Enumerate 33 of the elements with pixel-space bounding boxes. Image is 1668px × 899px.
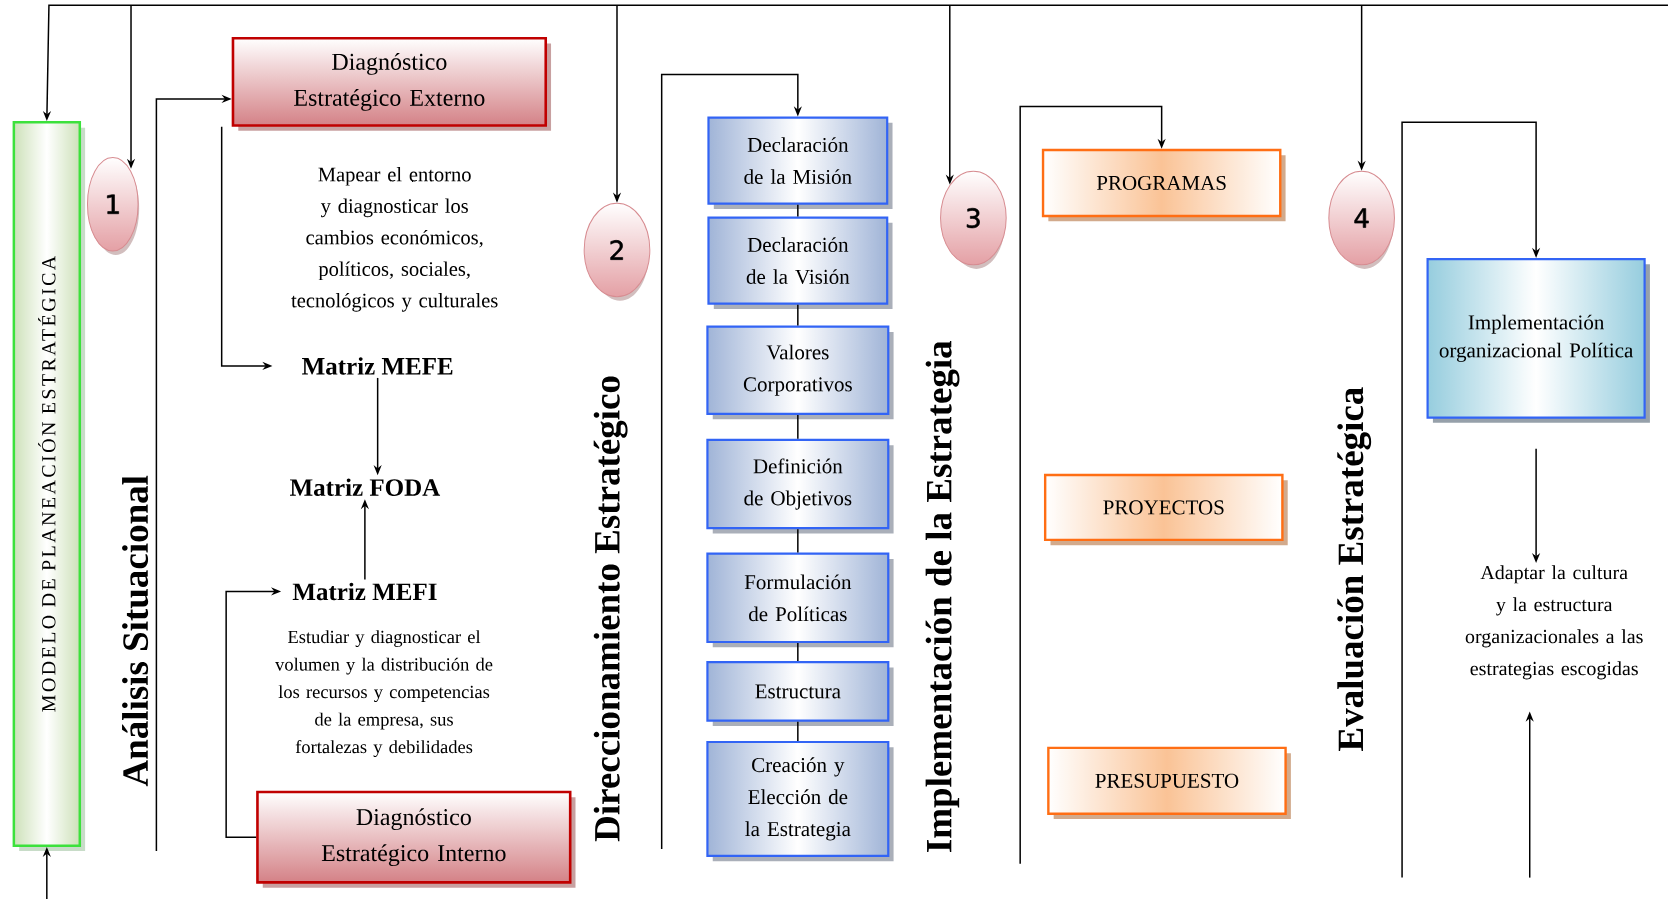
- process-box: Estructura: [706, 661, 894, 727]
- process-box: PROGRAMAS: [1041, 148, 1286, 222]
- column-heading: Implementación de la Estrategia: [925, 340, 960, 852]
- arrow: [1019, 105, 1166, 865]
- connector-line: [797, 204, 799, 218]
- process-box: Formulación de Políticas: [706, 552, 894, 648]
- connector-line: [797, 528, 799, 554]
- process-box: PRESUPUESTO: [1047, 746, 1291, 820]
- process-box: Creación y Elección de la Estrategia: [706, 740, 894, 862]
- process-box: Diagnóstico Estratégico Externo: [231, 37, 552, 131]
- process-box: PROYECTOS: [1043, 473, 1288, 546]
- arrow: [1401, 121, 1541, 879]
- matrix-title: Matriz MEFE: [302, 357, 453, 375]
- column-heading: Evaluación Estratégica: [1337, 387, 1372, 751]
- column-heading: Análisis Situacional: [122, 475, 149, 787]
- matrix-title: Matriz MEFI: [292, 582, 437, 601]
- process-box: Diagnóstico Estratégico Interno: [256, 790, 576, 888]
- column-heading: Direccionamiento Estratégico: [593, 376, 628, 842]
- connector-line: [797, 414, 799, 440]
- matrix-title: Matriz FODA: [290, 478, 441, 496]
- arrow: [660, 73, 802, 850]
- process-box: Declaración de la Misión: [707, 116, 893, 210]
- connector-line: [797, 642, 799, 662]
- connector-line: [797, 721, 799, 742]
- banner-box: MODELO DE PLANEACIÓN ESTRATÉGICA: [12, 121, 86, 851]
- note-text: Adaptar la cultura y la estructura organizacionales a las estrategias escogidas: [1465, 565, 1643, 680]
- process-box: Valores Corporativos: [706, 325, 894, 420]
- process-box: Definición de Objetivos: [706, 438, 894, 534]
- description-text: Mapear el entorno y diagnosticar los cambios económicos, políticos, sociales, tecnológicos y culturales: [291, 167, 498, 312]
- connector-line: [797, 304, 799, 327]
- process-box: Implementación organizacional Política: [1426, 257, 1650, 423]
- description-text: Estudiar y diagnosticar el volumen y la distribución de los recursos y competencias de la empresa, sus fortalezas y debilidades: [275, 630, 493, 757]
- process-box: Declaración de la Visión: [707, 216, 893, 310]
